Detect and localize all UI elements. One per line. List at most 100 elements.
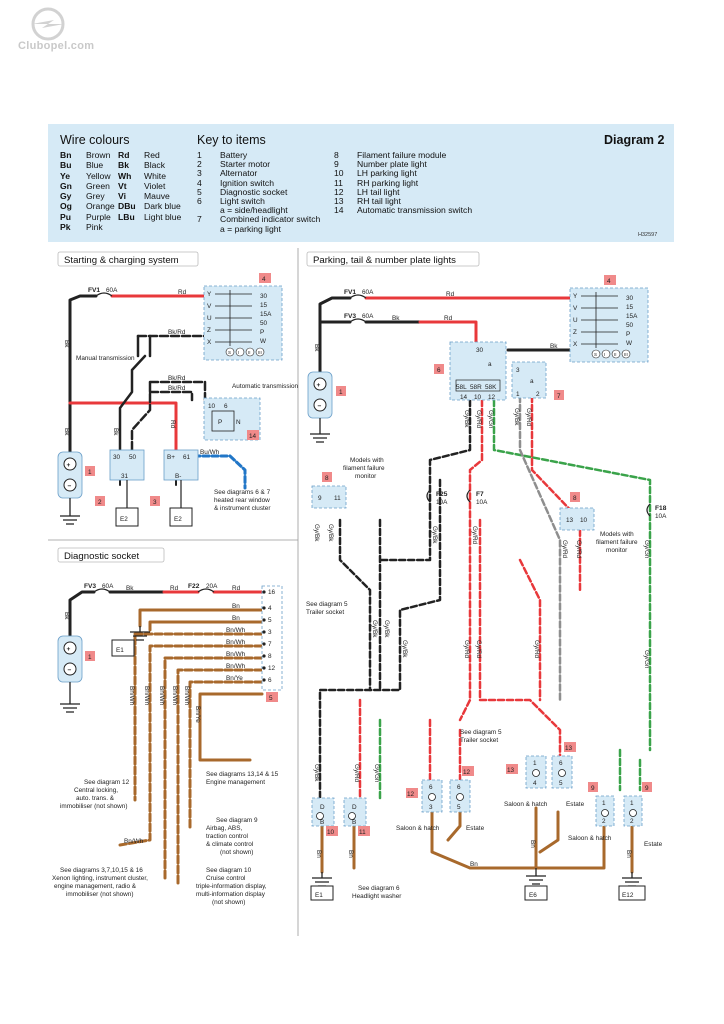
socket-pin-dot bbox=[262, 678, 266, 682]
svg-text:Bk: Bk bbox=[112, 428, 119, 436]
svg-text:31: 31 bbox=[121, 473, 129, 480]
ign-terminal-label: P bbox=[626, 331, 630, 338]
svg-text:triple-information display,: triple-information display, bbox=[196, 883, 267, 890]
svg-text:−: − bbox=[68, 667, 72, 674]
svg-text:30: 30 bbox=[113, 454, 121, 461]
svg-text:2: 2 bbox=[630, 818, 634, 825]
svg-text:a: a bbox=[530, 378, 534, 385]
rh-tail-light-estate: 6 5 13 bbox=[551, 742, 576, 789]
svg-text:10A: 10A bbox=[476, 499, 488, 506]
alternator: B+ 61 B- 3 E2 bbox=[150, 449, 199, 527]
see-diagram-6-7-note: See diagrams 6 & 7 heated rear window & … bbox=[214, 489, 271, 512]
svg-text:Starting & charging system: Starting & charging system bbox=[64, 255, 179, 266]
svg-text:auto. trans. &: auto. trans. & bbox=[76, 795, 115, 802]
lh-tail-light-estate: 6 5 12 bbox=[449, 766, 474, 813]
svg-text:12: 12 bbox=[407, 791, 415, 798]
reference-code: H32597 bbox=[638, 232, 658, 238]
svg-text:E2: E2 bbox=[120, 516, 128, 523]
svg-text:Manual transmission: Manual transmission bbox=[76, 355, 135, 362]
svg-text:E2: E2 bbox=[174, 516, 182, 523]
svg-text:Bn: Bn bbox=[232, 615, 240, 622]
svg-text:E12: E12 bbox=[622, 892, 634, 899]
svg-text:1: 1 bbox=[88, 469, 92, 476]
svg-text:Gy/Gn: Gy/Gn bbox=[373, 764, 380, 783]
svg-text:1: 1 bbox=[602, 800, 606, 807]
svg-text:F7: F7 bbox=[476, 491, 484, 498]
see-diagram-5-trailer-1: See diagram 5 Trailer socket bbox=[306, 601, 348, 616]
indicator-switch: 3 a 1 2 7 bbox=[511, 361, 564, 400]
svg-text:10: 10 bbox=[327, 829, 335, 836]
svg-text:58L: 58L bbox=[456, 384, 467, 391]
svg-text:B: B bbox=[352, 819, 356, 826]
svg-text:Bn/Wh: Bn/Wh bbox=[124, 838, 144, 845]
ground-e6: E6 bbox=[524, 868, 548, 901]
diagram-label: Diagram 2 bbox=[604, 133, 665, 147]
svg-text:See diagrams 3,7,10,15 & 16: See diagrams 3,7,10,15 & 16 bbox=[60, 867, 143, 874]
svg-text:Bn: Bn bbox=[347, 850, 354, 858]
svg-text:See diagram 10: See diagram 10 bbox=[206, 867, 252, 874]
svg-text:1: 1 bbox=[516, 391, 520, 398]
svg-text:4: 4 bbox=[533, 780, 537, 787]
svg-text:Estate: Estate bbox=[566, 801, 585, 808]
svg-text:Rd: Rd bbox=[446, 291, 455, 298]
svg-text:1: 1 bbox=[630, 800, 634, 807]
starting-components: FV1 60A Rd Bk/Rd Bk/Rd Bk/Rd Bu/Wh Bk Bk… bbox=[57, 273, 299, 527]
svg-text:Gy/Gn: Gy/Gn bbox=[643, 540, 650, 559]
svg-text:10A: 10A bbox=[655, 513, 667, 520]
svg-text:Bk: Bk bbox=[313, 344, 320, 352]
svg-text:Bn/Wh: Bn/Wh bbox=[171, 686, 178, 706]
svg-text:Bn/Ye: Bn/Ye bbox=[194, 706, 201, 723]
ign-position-label: III bbox=[258, 350, 262, 355]
battery-parking: + − 1 bbox=[307, 371, 346, 443]
svg-text:9: 9 bbox=[645, 785, 649, 792]
see-diagram-5-trailer-2: See diagram 5 Trailer socket bbox=[460, 729, 502, 744]
socket-pin-dot bbox=[262, 642, 266, 646]
svg-text:1: 1 bbox=[533, 760, 537, 767]
svg-text:8: 8 bbox=[325, 475, 329, 482]
socket-pin-label: 8 bbox=[268, 653, 272, 660]
svg-text:B+: B+ bbox=[167, 454, 175, 461]
socket-pin-label: 5 bbox=[268, 617, 272, 624]
svg-text:Rd: Rd bbox=[170, 585, 179, 592]
svg-text:D: D bbox=[352, 804, 357, 811]
battery-diagnostic: + − 1 bbox=[57, 635, 95, 713]
svg-text:Bk: Bk bbox=[63, 612, 70, 620]
socket-pin-label: 7 bbox=[268, 641, 272, 648]
socket-pin-dot bbox=[262, 654, 266, 658]
number-plate-light-saloon: 1 2 9 bbox=[588, 782, 615, 827]
svg-text:B: B bbox=[320, 819, 324, 826]
key-to-items-title: Key to items bbox=[197, 133, 266, 147]
svg-text:Xenon lighting, instrument clu: Xenon lighting, instrument cluster, bbox=[52, 875, 148, 882]
svg-text:Bn: Bn bbox=[529, 840, 536, 848]
svg-text:See diagrams 6 & 7: See diagrams 6 & 7 bbox=[214, 489, 271, 496]
svg-text:(not shown): (not shown) bbox=[220, 849, 253, 856]
svg-text:Bn/Wh: Bn/Wh bbox=[183, 686, 190, 706]
see-diagram-6-washer: See diagram 6 Headlight washer bbox=[352, 885, 402, 900]
svg-text:5: 5 bbox=[269, 695, 273, 702]
section-parking: Parking, tail & number plate lights bbox=[306, 251, 480, 267]
filament-failure-module-right: 13 10 8 Models with filament failure mon… bbox=[559, 492, 638, 554]
section-starting: Starting & charging system bbox=[57, 251, 199, 267]
svg-text:Bn/Wh: Bn/Wh bbox=[128, 686, 135, 706]
svg-text:Bn/Ye: Bn/Ye bbox=[226, 675, 243, 682]
ign-terminal-label: 15A bbox=[260, 311, 272, 318]
svg-text:Gy/Bk: Gy/Bk bbox=[313, 764, 320, 782]
svg-text:2: 2 bbox=[602, 818, 606, 825]
svg-text:60A: 60A bbox=[362, 289, 374, 296]
svg-text:monitor: monitor bbox=[606, 547, 628, 554]
svg-text:See diagram 6: See diagram 6 bbox=[358, 885, 400, 892]
logo-text: Clubopel.com bbox=[18, 40, 95, 52]
ign-position-circle bbox=[255, 347, 265, 357]
svg-text:Bn: Bn bbox=[315, 850, 322, 858]
lh-tail-light-saloon: 6 3 12 bbox=[406, 779, 443, 813]
parking-components: FV1 60A Rd FV3 60A Bk Rd Bk Bk YVUZX3015… bbox=[306, 275, 667, 901]
